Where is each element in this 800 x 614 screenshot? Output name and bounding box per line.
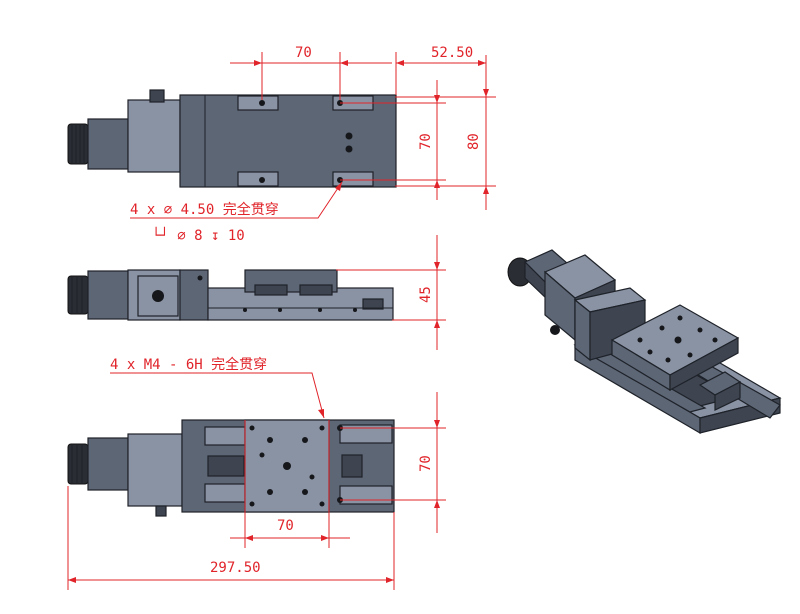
dim-overall-length: 297.50 xyxy=(210,560,261,576)
note-through-holes: 4 x ∅ 4.50 完全贯穿 xyxy=(130,201,279,218)
dim-bottom-width: 70 xyxy=(277,518,294,534)
top-view-gearbox xyxy=(127,99,181,173)
side-view-end-block xyxy=(179,269,209,321)
bottom-view-dimensions: 70 70 297.50 xyxy=(67,392,446,590)
top-view xyxy=(67,89,397,188)
top-view-pad-tl xyxy=(237,95,279,111)
dim-top-height-inner: 70 xyxy=(418,133,434,150)
bottom-view-motor xyxy=(87,437,129,491)
bottom-view xyxy=(67,419,395,517)
note-counterbore: └┘ ∅ 8 ↧ 10 xyxy=(152,227,245,244)
isometric-view xyxy=(507,249,782,435)
dim-bottom-height: 70 xyxy=(418,455,434,472)
side-view-knob xyxy=(67,275,89,315)
side-view-motor xyxy=(87,270,129,320)
top-view-pad-br xyxy=(332,171,374,187)
top-view-motor xyxy=(87,118,129,170)
top-view-screw-cap xyxy=(149,89,165,103)
bottom-view-gearbox xyxy=(127,433,183,507)
side-view xyxy=(67,269,394,321)
top-view-knob xyxy=(67,123,89,165)
bottom-view-knob xyxy=(67,443,89,485)
side-view-dimensions: 45 4 x M4 - 6H 完全贯穿 xyxy=(110,235,446,419)
note-threads: 4 x M4 - 6H 完全贯穿 xyxy=(110,356,267,373)
top-view-pad-bl xyxy=(237,171,279,187)
top-view-dimensions: 70 52.50 70 80 4 x ∅ 4.50 完全贯穿 └┘ ∅ 8 ↧ … xyxy=(130,45,496,244)
dim-top-width: 70 xyxy=(295,45,312,61)
dim-side-height: 45 xyxy=(418,286,434,303)
dim-top-offset: 52.50 xyxy=(431,45,473,61)
dim-top-height-outer: 80 xyxy=(466,133,482,150)
